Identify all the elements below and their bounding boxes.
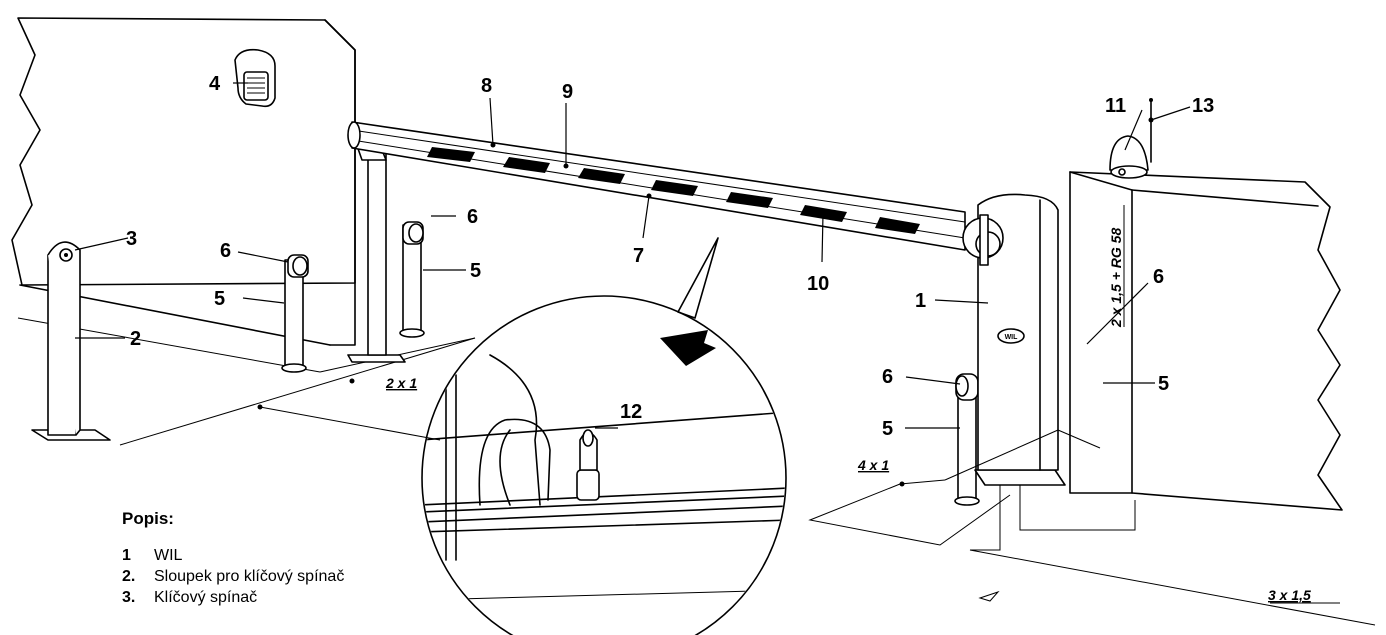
legend: Popis: 1 WIL 2. Sloupek pro klíčový spínač… <box>122 509 344 608</box>
legend-item-text: Sloupek pro klíčový spínač <box>154 568 345 585</box>
callout-12: 11 <box>1105 95 1126 117</box>
callout-numbers: 4 8 9 11 13 3 6 6 7 10 5 5 2 1 6 5 6 5 1… <box>126 73 1214 440</box>
legend-item-text: Klíčový spínač <box>154 589 258 606</box>
legend-item-number: 3. <box>122 589 136 606</box>
legend-title: Popis: <box>122 509 174 528</box>
cabinet-logo: WIL <box>1005 334 1019 341</box>
callout-8: 8 <box>481 75 492 97</box>
wire-label-4x1: 4 x 1 <box>857 457 889 473</box>
wire-label-3x15: 3 x 1,5 <box>1268 587 1311 603</box>
photocell-post-left-2 <box>399 221 425 338</box>
wire-labels: 2 x 1 4 x 1 3 x 1,5 2 x 1,5 + RG 58 <box>385 205 1311 603</box>
callout-5c: 5 <box>1158 373 1169 395</box>
callout-4: 4 <box>209 73 221 95</box>
barrier-cabinet: WIL <box>962 193 1066 486</box>
callout-5a: 5 <box>214 288 225 310</box>
wire-label-2x1: 2 x 1 <box>385 375 417 391</box>
callout-10: 12 <box>620 401 642 423</box>
ground-lines-right <box>808 429 1376 626</box>
callout-11: 10 <box>807 273 829 295</box>
callout-3: 3 <box>126 228 137 250</box>
wire-label-2x15-rg58: 2 x 1,5 + RG 58 <box>1108 228 1124 328</box>
wall-keypad <box>234 48 276 108</box>
legend-item-number: 1 <box>122 547 131 564</box>
flashing-light <box>1109 135 1149 179</box>
callout-1: 1 <box>915 290 926 312</box>
legend-item: 1 WIL <box>122 545 344 566</box>
callout-6b: 6 <box>467 206 478 228</box>
photocell-post-left-1 <box>281 254 309 373</box>
antenna <box>1148 98 1154 163</box>
callout-5d: 5 <box>882 418 893 440</box>
callout-5b: 5 <box>470 260 481 282</box>
key-switch-post <box>31 241 111 441</box>
callout-6c: 6 <box>1153 266 1164 288</box>
boom-end-support <box>347 139 406 363</box>
photocell-post-right-1 <box>954 373 980 506</box>
callout-6a: 6 <box>220 240 231 262</box>
legend-item: 3. Klíčový spínač <box>122 587 344 608</box>
callout-6d: 6 <box>882 366 893 388</box>
callout-2: 2 <box>130 328 141 350</box>
callout-9: 9 <box>562 81 573 103</box>
legend-item-text: WIL <box>154 547 183 564</box>
legend-item-number: 2. <box>122 568 136 585</box>
right-wall <box>1069 171 1343 511</box>
callout-7: 7 <box>633 245 644 267</box>
direction-arrow <box>660 237 719 366</box>
callout-leaders <box>74 82 1191 429</box>
detail-magnifier <box>421 295 787 635</box>
legend-item: 2. Sloupek pro klíčový spínač <box>122 566 344 587</box>
boom-arm <box>347 121 966 251</box>
photocell-detail <box>576 429 600 501</box>
callout-13: 13 <box>1192 95 1214 117</box>
